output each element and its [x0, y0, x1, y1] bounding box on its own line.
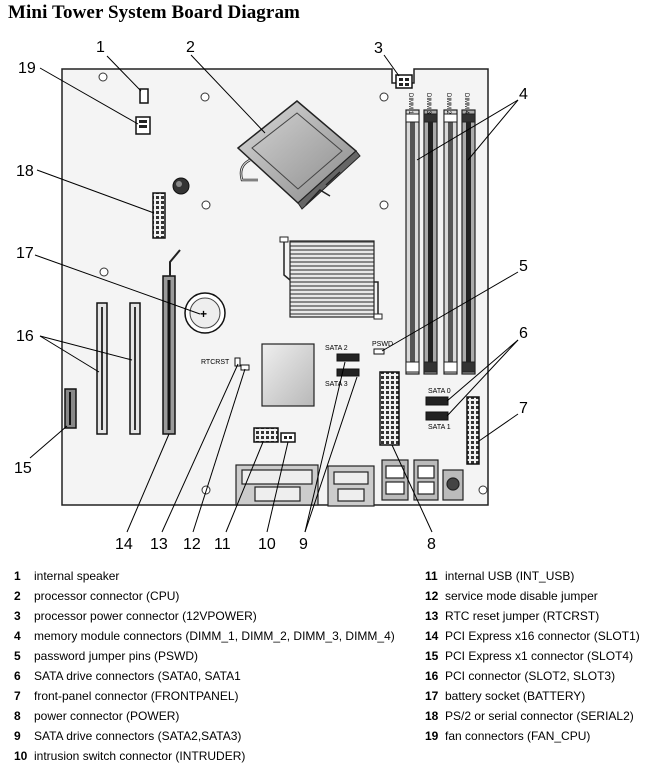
- callout-13: 13: [150, 536, 168, 553]
- dimm-slot-3: [423, 109, 438, 375]
- callout-3: 3: [374, 40, 383, 57]
- mounting-holes: [98, 72, 488, 495]
- callout-10: 10: [258, 536, 276, 553]
- callout-4: 4: [519, 86, 528, 103]
- callout-9: 9: [299, 536, 308, 553]
- chipset: [261, 343, 315, 407]
- callout-5: 5: [519, 258, 528, 275]
- sata3-connector: [336, 368, 360, 377]
- callout-2: 2: [186, 39, 195, 56]
- callout-7: 7: [519, 400, 528, 417]
- callout-16: 16: [16, 328, 34, 345]
- power-connector: [379, 371, 400, 446]
- callout-14: 14: [115, 536, 133, 553]
- system-board-diagram: DIMM 1 DIMM 3 DIMM 2 DIMM 4 + RTCRST: [14, 39, 528, 553]
- dimm-1-label: DIMM 1: [407, 93, 413, 115]
- dimm-slots: DIMM 1 DIMM 3 DIMM 2 DIMM 4: [405, 93, 476, 375]
- dimm-4-label: DIMM 4: [463, 93, 469, 115]
- callout-1: 1: [96, 39, 105, 56]
- page-title: Mini Tower System Board Diagram: [8, 2, 300, 23]
- dimm-slot-2: [443, 109, 458, 375]
- pswd-jumper: [373, 348, 385, 355]
- rear-io-ports: [235, 459, 464, 507]
- callout-17: 17: [16, 245, 34, 262]
- dimm-slot-1: [405, 109, 420, 375]
- dimm-slot-4: [461, 109, 476, 375]
- rtcrst-label: RTCRST: [201, 359, 230, 366]
- intrusion-connector: [280, 432, 296, 443]
- callout-18: 18: [16, 163, 34, 180]
- processor-power-connector: [395, 74, 413, 89]
- heatsink: [279, 236, 383, 320]
- sata1-connector: [425, 411, 449, 421]
- leader-lines: [29, 54, 519, 533]
- sata2-label: SATA 2: [325, 345, 348, 352]
- callout-12: 12: [183, 536, 201, 553]
- internal-usb-connector: [253, 427, 279, 443]
- sata2-connector: [336, 353, 360, 362]
- front-panel-connector: [466, 396, 480, 465]
- callout-numbers: 1 2 3 4 5 6 7 8 9 10 11 12 13 14 15 16 1…: [14, 39, 528, 553]
- pcie-x16-slot: [162, 249, 181, 435]
- callout-11: 11: [214, 536, 231, 553]
- processor-socket: [236, 100, 361, 210]
- svg-text:+: +: [200, 307, 207, 321]
- callout-8: 8: [427, 536, 436, 553]
- sata1-label: SATA 1: [428, 424, 451, 431]
- sata0-connector: [425, 396, 449, 406]
- fan-connector: [135, 116, 151, 135]
- sata3-label: SATA 3: [325, 381, 348, 388]
- callout-19: 19: [18, 60, 36, 77]
- dimm-3-label: DIMM 3: [425, 93, 431, 115]
- callout-15: 15: [14, 460, 32, 477]
- internal-speaker: [139, 88, 149, 104]
- dimm-2-label: DIMM 2: [445, 93, 451, 115]
- serial-connector: [152, 192, 166, 239]
- pswd-label: PSWD: [372, 341, 393, 348]
- pci-slots: [96, 302, 141, 435]
- sata0-label: SATA 0: [428, 388, 451, 395]
- callout-6: 6: [519, 325, 528, 342]
- battery-socket: +: [184, 292, 226, 334]
